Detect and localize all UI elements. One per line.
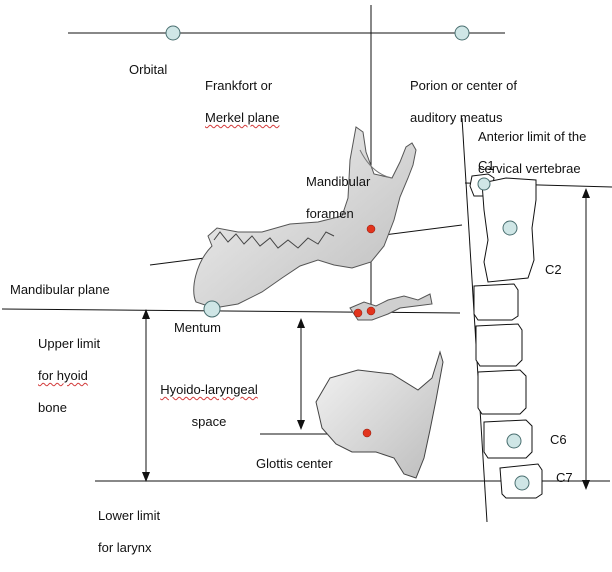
cephalometric-diagram: Orbital Frankfort or Merkel plane Porion… <box>0 0 612 527</box>
mentum-label: Mentum <box>174 320 221 336</box>
c1-label: C1 <box>478 158 495 174</box>
glottis-center-point <box>363 429 371 437</box>
mandibular-foramen-label: Mandibular foramen <box>306 158 370 238</box>
thyroid-cartilage <box>316 352 443 478</box>
vertebra-c5 <box>478 370 526 414</box>
orbital-landmark <box>166 26 180 40</box>
diagram-canvas <box>0 0 612 527</box>
orbital-label: Orbital <box>129 62 167 78</box>
hyoido-laryngeal-label: Hyoido-laryngeal space <box>154 366 264 446</box>
porion-landmark <box>455 26 469 40</box>
c2-landmark <box>503 221 517 235</box>
vertebra-c3 <box>474 284 518 320</box>
hyoid-point-right <box>367 307 375 315</box>
c7-label: C7 <box>556 470 573 486</box>
mandible-bone <box>194 127 416 308</box>
c2-label: C2 <box>545 262 562 278</box>
vertebra-c4 <box>476 324 522 366</box>
upper-limit-hyoid-label: Upper limit for hyoid bone <box>38 320 100 432</box>
lower-limit-larynx-label: Lower limit for larynx <box>98 492 160 572</box>
anterior-limit-label: Anterior limit of the cervical vertebrae <box>478 113 586 193</box>
c6-label: C6 <box>550 432 567 448</box>
glottis-center-label: Glottis center <box>256 456 333 472</box>
hyoid-point-left <box>354 309 362 317</box>
mentum-landmark <box>204 301 220 317</box>
frankfort-plane-label: Frankfort or Merkel plane <box>205 62 279 142</box>
c7-landmark <box>515 476 529 490</box>
mandibular-plane-label: Mandibular plane <box>10 282 110 298</box>
c6-landmark <box>507 434 521 448</box>
hyoid-bone <box>350 294 432 320</box>
